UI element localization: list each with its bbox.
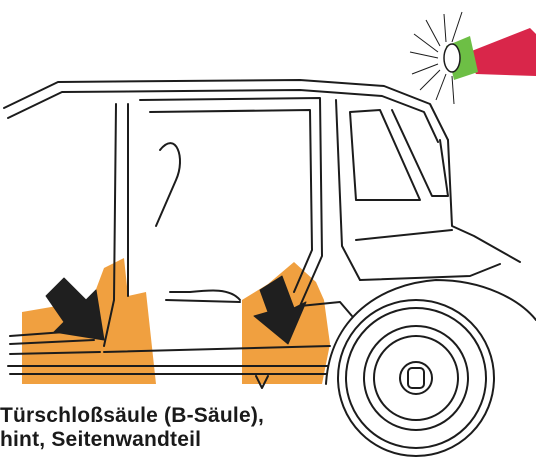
caption-line-2: hint, Seitenwandteil — [0, 428, 536, 459]
caption-line-1: Türschloßsäule (B-Säule), — [0, 404, 536, 428]
spray-gun-icon — [410, 12, 536, 104]
arrow-b-pillar — [46, 278, 104, 340]
